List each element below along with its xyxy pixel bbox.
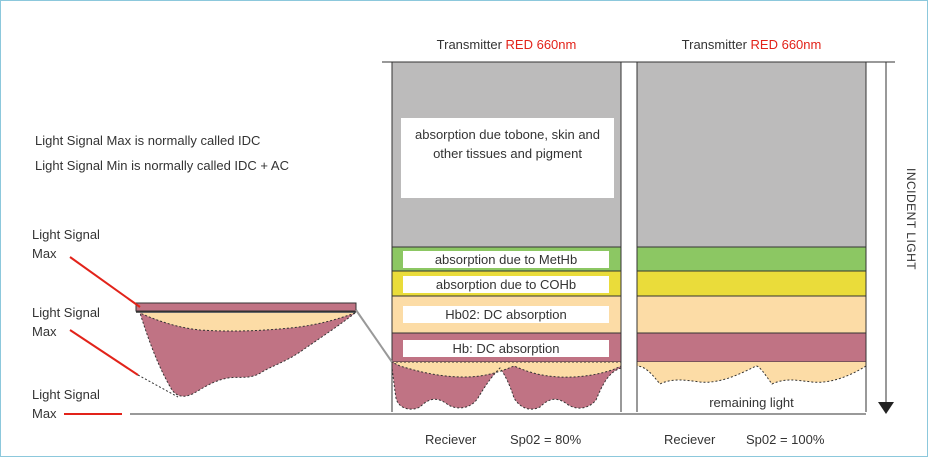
pointer-line-1 — [69, 256, 141, 308]
pulse-outline-1 — [391, 367, 622, 410]
column-1-wavelength: RED 660nm — [505, 37, 577, 52]
left-label-3-line2: Max — [32, 406, 57, 421]
left-label-3: Light Signal Max — [32, 385, 100, 423]
waveform-ac-outline — [139, 312, 356, 397]
column-1-receiver: Reciever — [425, 432, 477, 447]
column-2-spo2: Sp02 = 100% — [746, 432, 825, 447]
cohb-label: absorption due to COHb — [403, 276, 609, 293]
column-2-receiver: Reciever — [664, 432, 716, 447]
left-label-1-line2: Max — [32, 246, 57, 261]
left-label-3-line1: Light Signal — [32, 387, 100, 402]
pulse-dc-2 — [637, 362, 866, 384]
pulse-outline-2 — [636, 365, 867, 385]
column-1 — [382, 61, 631, 412]
left-label-1: Light Signal Max — [32, 225, 100, 263]
waveform-dc — [140, 313, 355, 332]
left-label-2-line2: Max — [32, 324, 57, 339]
tissue-label: absorption due tobone, skin and other ti… — [401, 118, 614, 198]
left-waveform — [135, 302, 357, 397]
note-idc-ac: Light Signal Min is normally called IDC … — [35, 158, 289, 173]
methb-label: absorption due to MetHb — [403, 251, 609, 268]
incident-light-label: INCIDENT LIGHT — [904, 168, 918, 271]
pointer-line-2 — [69, 329, 139, 376]
remaining-light-label: remaining light — [709, 395, 794, 410]
hbo2-layer-2 — [636, 295, 867, 334]
left-label-2-line1: Light Signal — [32, 305, 100, 320]
cohb-layer-2 — [636, 270, 867, 297]
waveform-ac — [140, 313, 355, 397]
hb-layer-2 — [636, 332, 867, 363]
hb-label: Hb: DC absorption — [403, 340, 609, 357]
column-2-wavelength: RED 660nm — [750, 37, 822, 52]
column-1-header: Transmitter RED 660nm — [392, 37, 621, 52]
pulse-dc-1 — [391, 361, 622, 378]
tissue-layer-2 — [636, 61, 867, 248]
column-2-header: Transmitter RED 660nm — [637, 37, 866, 52]
left-label-1-line1: Light Signal — [32, 227, 100, 242]
hbo2-label: Hb02: DC absorption — [403, 306, 609, 323]
column-2 — [627, 61, 876, 412]
waveform-top-bar — [135, 302, 357, 312]
column-1-transmitter: Transmitter — [436, 37, 502, 52]
column-1-spo2: Sp02 = 80% — [510, 432, 582, 447]
left-label-2: Light Signal Max — [32, 303, 100, 341]
connector-line — [355, 309, 393, 363]
incident-light-arrow — [876, 61, 895, 414]
methb-layer-2 — [636, 246, 867, 272]
note-idc: Light Signal Max is normally called IDC — [35, 133, 261, 148]
column-2-transmitter: Transmitter — [681, 37, 747, 52]
